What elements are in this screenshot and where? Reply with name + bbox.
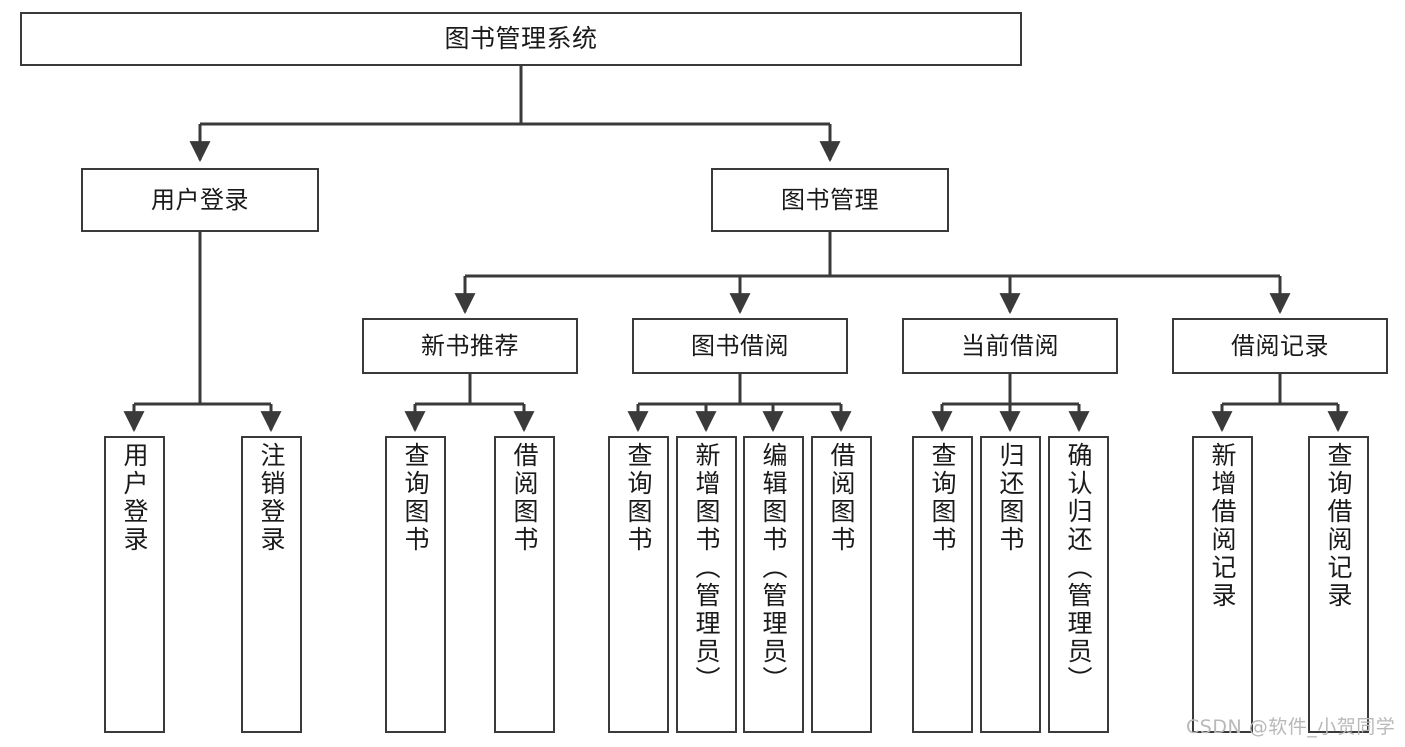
node-label: 编辑图书（管理员） [759,442,788,694]
leaf-current-borrow-query-book[interactable]: 查询图书 [912,436,973,733]
node-label: 新增借阅记录 [1208,442,1237,610]
leaf-book-borrow-query-book[interactable]: 查询图书 [608,436,669,733]
node-user-login[interactable]: 用户登录 [81,168,319,232]
node-book-management[interactable]: 图书管理 [711,168,949,232]
node-root-book-management-system[interactable]: 图书管理系统 [20,12,1022,66]
leaf-user-login-login[interactable]: 用户登录 [104,436,165,733]
node-label: 查询借阅记录 [1324,442,1353,610]
leaf-current-borrow-confirm-return-admin[interactable]: 确认归还（管理员） [1048,436,1109,733]
node-label: 查询图书 [624,442,653,554]
node-label: 用户登录 [120,442,149,554]
node-book-borrow[interactable]: 图书借阅 [632,318,848,374]
node-new-book-recommend[interactable]: 新书推荐 [362,318,578,374]
node-label: 查询图书 [401,442,430,554]
node-label: 当前借阅 [961,331,1059,360]
node-label: 借阅图书 [827,442,856,554]
node-label: 用户登录 [151,185,249,214]
leaf-user-login-logout[interactable]: 注销登录 [241,436,302,733]
node-borrow-record[interactable]: 借阅记录 [1172,318,1388,374]
leaf-new-book-query-book[interactable]: 查询图书 [385,436,446,733]
leaf-book-borrow-add-book-admin[interactable]: 新增图书（管理员） [676,436,737,733]
node-label: 借阅图书 [510,442,539,554]
node-label: 确认归还（管理员） [1064,442,1093,694]
node-label: 图书管理 [781,185,879,214]
leaf-book-borrow-edit-book-admin[interactable]: 编辑图书（管理员） [743,436,804,733]
node-label: 归还图书 [996,442,1025,554]
node-label: 查询图书 [928,442,957,554]
node-label: 图书借阅 [691,331,789,360]
leaf-borrow-record-query-record[interactable]: 查询借阅记录 [1308,436,1369,733]
leaf-book-borrow-borrow-book[interactable]: 借阅图书 [811,436,872,733]
leaf-new-book-borrow-book[interactable]: 借阅图书 [494,436,555,733]
node-label: 注销登录 [257,442,286,554]
node-label: 图书管理系统 [444,24,598,54]
node-label: 新书推荐 [421,331,519,360]
leaf-borrow-record-add-record[interactable]: 新增借阅记录 [1192,436,1253,733]
csdn-watermark: CSDN @软件_小贺同学 [1186,716,1396,738]
node-current-borrow[interactable]: 当前借阅 [902,318,1118,374]
node-label: 借阅记录 [1231,331,1329,360]
leaf-current-borrow-return-book[interactable]: 归还图书 [980,436,1041,733]
node-label: 新增图书（管理员） [692,442,721,694]
